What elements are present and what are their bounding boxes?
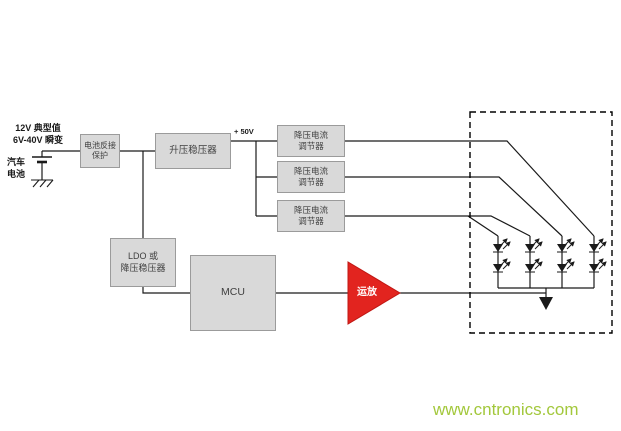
buck1-label-line1: 降压电流 (293, 129, 328, 140)
supply-voltage-label: 12V 典型值 6V-40V 瞬变 (2, 122, 74, 146)
wire-ldo-to-mcu (142, 287, 190, 294)
mcu-label: MCU (221, 286, 245, 299)
buck2-label-line1: 降压电流 (293, 165, 328, 176)
wire-buck2-to-string3 (345, 176, 563, 237)
opamp-label: 运放 (357, 287, 377, 298)
boost-regulator-block: 升压稳压器 (155, 133, 231, 169)
reverse-protection-block: 电池反接 保护 (80, 134, 120, 168)
supply-label-line2: 6V-40V 瞬变 (12, 135, 64, 146)
led-string-2 (525, 236, 542, 288)
buck-current-regulator-1: 降压电流 调节器 (277, 125, 345, 157)
ldo-label-line1: LDO 或 (127, 250, 158, 261)
led-panel-outline (469, 111, 613, 334)
battery-icon (32, 151, 52, 180)
buck2-label-line2: 调节器 (298, 177, 324, 187)
buck-current-regulator-3: 降压电流 调节器 (277, 200, 345, 232)
boost-label: 升压稳压器 (169, 144, 217, 156)
wires (42, 140, 595, 294)
led-icon (525, 259, 542, 272)
led-icon (493, 239, 510, 252)
led-icon (493, 259, 510, 272)
buck1-label-line2: 调节器 (298, 141, 324, 151)
opamp-triangle-icon (347, 261, 401, 325)
wire-branch-to-string1 (467, 215, 499, 237)
watermark: www.cntronics.com (433, 400, 579, 419)
led-string-4 (589, 236, 606, 288)
led-icon (589, 239, 606, 252)
led-icon (557, 259, 574, 272)
buck3-label-line1: 降压电流 (293, 204, 328, 215)
buck-current-regulator-2: 降压电流 调节器 (277, 161, 345, 193)
reverse-protection-label-line2: 保护 (92, 151, 108, 160)
battery-label-line1: 汽车 (6, 157, 25, 167)
ldo-label-line2: 降压稳压器 (120, 262, 166, 273)
led-string-3 (557, 236, 574, 288)
ground-icon (31, 179, 54, 188)
led-icon (589, 259, 606, 272)
led-string-1 (493, 236, 510, 288)
reverse-protection-label-line1: 电池反接 (84, 140, 116, 150)
battery-label: 汽车 电池 (3, 156, 29, 180)
rail-voltage-label: + 50V (234, 127, 254, 136)
led-strings (493, 236, 606, 310)
wire-buck3-to-string2 (345, 215, 531, 237)
down-arrow-icon (539, 297, 553, 310)
supply-label-line1: 12V 典型值 (15, 123, 61, 133)
battery-label-line2: 电池 (6, 169, 25, 180)
led-icon (525, 239, 542, 252)
mcu-block: MCU (190, 255, 276, 331)
led-icon (557, 239, 574, 252)
ldo-block: LDO 或 降压稳压器 (110, 238, 176, 287)
buck3-label-line2: 调节器 (298, 216, 324, 226)
wire-buck1-to-string4 (345, 140, 595, 237)
